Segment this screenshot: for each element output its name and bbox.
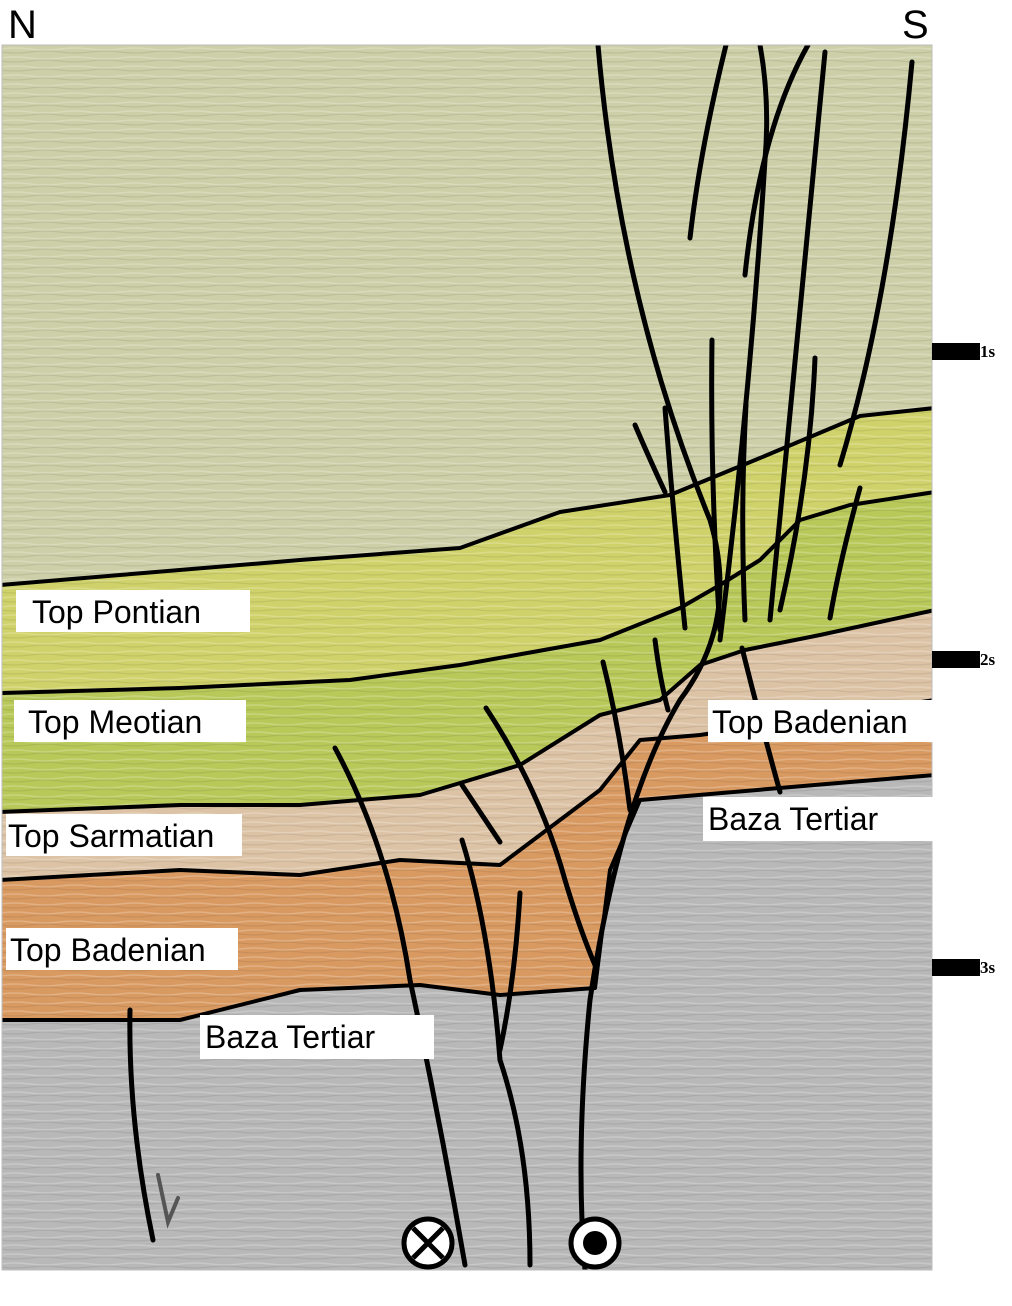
time-scale: 1s 2s 3s [932,342,996,977]
svg-text:Top Badenian: Top Badenian [10,932,206,968]
fault-west-4 [497,890,523,1053]
label-top-meotian-left: Top Meotian [14,700,246,742]
fault-tick-mark [156,1173,180,1229]
fault-west-1 [332,745,468,1268]
label-top-badenian-left: Top Badenian [6,928,238,970]
fault-east-1 [717,45,770,643]
fault-west-5 [459,782,503,845]
south-label: S [902,3,929,47]
fault-splay-4 [740,402,749,623]
horizon-top-pontian [2,406,932,587]
fault-east-2 [742,45,811,278]
fault-splay-3 [709,337,723,633]
svg-text:Baza Tertiar: Baza Tertiar [205,1019,376,1055]
label-top-badenian-right: Top Badenian [708,700,934,742]
fault-lines [127,45,915,1270]
time-tick-2s [932,651,980,668]
fault-east-3 [687,45,729,241]
fault-basement-left [127,1007,156,1243]
section-body [2,45,932,1270]
fault-east-6 [777,355,818,613]
label-baza-tertiar-right: Baza Tertiar [703,797,933,841]
time-tick-1s [932,343,980,360]
fault-east-5 [837,59,915,468]
svg-text:Top Meotian: Top Meotian [28,704,202,740]
svg-text:Top Sarmatian: Top Sarmatian [8,818,214,854]
svg-text:Baza Tertiar: Baza Tertiar [708,801,879,837]
fault-west-7 [652,637,671,713]
svg-text:Top Pontian: Top Pontian [32,594,201,630]
time-label-1s: 1s [980,342,996,361]
svg-text:Top Badenian: Top Badenian [712,704,908,740]
fault-west-6 [600,659,633,813]
horizon-baza-tertiar [2,773,932,1022]
time-label-2s: 2s [980,650,996,669]
time-tick-3s [932,959,980,976]
label-baza-tertiar-left: Baza Tertiar [200,1015,434,1059]
main-fault [578,45,723,1270]
fault-splay-2 [662,405,688,631]
fault-east-4 [767,49,828,623]
north-label: N [8,3,37,47]
time-label-3s: 3s [980,958,996,977]
fault-west-2 [483,705,598,968]
seismic-texture [2,45,932,1270]
fault-east-7 [827,485,863,621]
fault-west-3 [459,837,533,1268]
label-top-sarmatian-left: Top Sarmatian [6,814,242,856]
circled-cross-symbol [401,1216,455,1270]
fault-splay-1 [632,422,668,495]
horizon-top-meotian [2,490,932,695]
label-top-pontian-left: Top Pontian [16,590,250,632]
horizon-top-sarmatian [2,608,932,814]
circled-dot-symbol [568,1216,622,1270]
